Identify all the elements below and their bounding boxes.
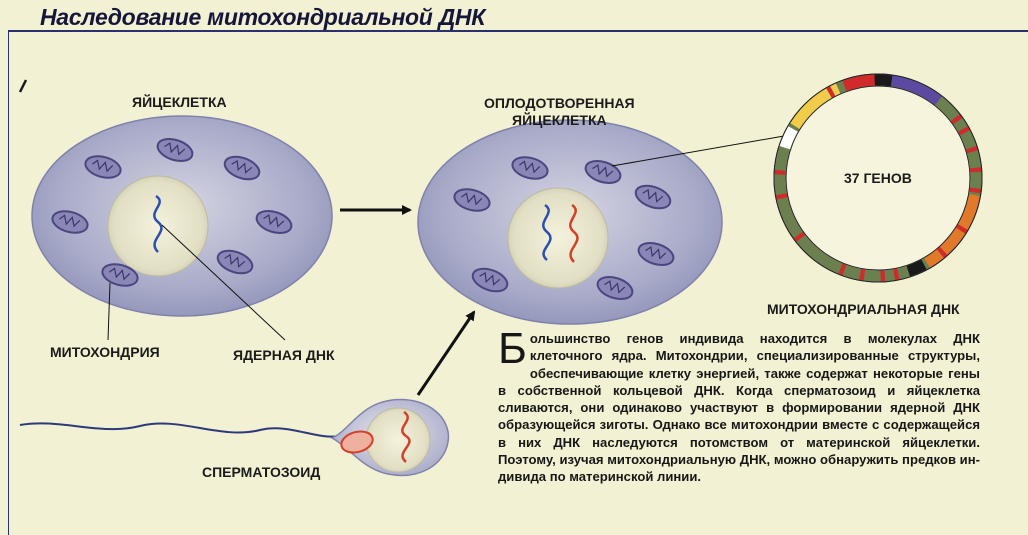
mitochondrion <box>634 184 672 210</box>
fertilized-egg-label-line2: ЯЙЦЕКЛЕТКА <box>512 112 607 128</box>
ring-segment <box>950 114 963 125</box>
fertilized-egg-label-line1: ОПЛОДОТВОРЕННАЯ <box>484 95 635 111</box>
mitochondrion <box>84 155 122 179</box>
pointer-mito-to-ring <box>611 135 785 167</box>
ring-segment <box>893 268 900 281</box>
ring-segment <box>969 187 981 194</box>
sperm-tail <box>19 422 341 438</box>
mitochondrion-highlighted <box>584 159 622 185</box>
arrow-sperm-to-fertilized <box>416 310 476 396</box>
ring-segment <box>924 193 980 268</box>
mito-dna-label: МИТОХОНДРИАЛЬНАЯ ДНК <box>767 301 960 317</box>
sperm-mitochondrion <box>340 430 374 454</box>
mitochondrion <box>223 155 261 181</box>
nuclear-dna-label: ЯДЕРНАЯ ДНК <box>233 347 335 363</box>
ring-segment <box>890 75 942 106</box>
page-title: Наследование митохондриальной ДНК <box>40 4 486 30</box>
left-frame-line <box>8 30 9 535</box>
egg-label: ЯЙЦЕКЛЕТКА <box>132 94 227 110</box>
ring-segment <box>790 83 841 130</box>
fertilized-egg <box>417 119 723 325</box>
mitochondrion <box>216 249 254 275</box>
ring-segment <box>906 259 927 277</box>
pointer-nuclear-dna <box>161 224 286 341</box>
ring-gene-segments <box>774 74 982 282</box>
ring-segment <box>842 79 851 92</box>
pointer-mitochondrion <box>107 282 111 341</box>
decorative-stroke <box>18 79 28 93</box>
ring-segment <box>846 74 875 91</box>
paternal-dna-strand <box>401 410 411 463</box>
genes-count-label: 37 ГЕНОВ <box>844 170 912 186</box>
mitochondrion <box>255 209 293 235</box>
drop-cap: Б <box>498 324 527 373</box>
ring-segment <box>859 268 866 281</box>
mitochondrion <box>453 188 491 212</box>
mitochondrion <box>51 210 89 234</box>
mitochondrion <box>511 156 549 180</box>
ring-segment <box>955 224 968 234</box>
mitochondrion-label: МИТОХОНДРИЯ <box>50 344 160 360</box>
ring-segment <box>936 246 948 258</box>
mitochondrion <box>471 267 509 293</box>
ring-segment <box>779 126 798 150</box>
mitochondrion <box>596 275 634 301</box>
fertilized-egg-label: ОПЛОДОТВОРЕННАЯ ЯЙЦЕКЛЕТКА <box>484 95 635 129</box>
maternal-dna-strand <box>542 203 552 261</box>
ring-segment <box>826 86 836 98</box>
mitochondrion <box>637 241 675 267</box>
title-rule <box>8 30 1028 32</box>
paragraph-text: ольшинство генов индивида находится в мо… <box>498 331 980 485</box>
sperm-cell <box>19 398 450 477</box>
ring-segment <box>838 263 847 276</box>
ring-segment <box>958 126 970 136</box>
mitochondria-group <box>51 137 675 301</box>
ring-segment <box>775 193 788 200</box>
ring-segment <box>965 146 978 154</box>
paternal-dna-strand <box>569 203 579 263</box>
ring-segment <box>874 74 893 87</box>
maternal-dna-strand <box>153 194 163 253</box>
sperm-label: СПЕРМАТОЗОИД <box>202 464 321 480</box>
ring-segment <box>793 231 806 242</box>
mitochondrion <box>156 137 194 163</box>
mitochondrion <box>101 263 139 287</box>
mito-dna-ring <box>773 73 983 283</box>
